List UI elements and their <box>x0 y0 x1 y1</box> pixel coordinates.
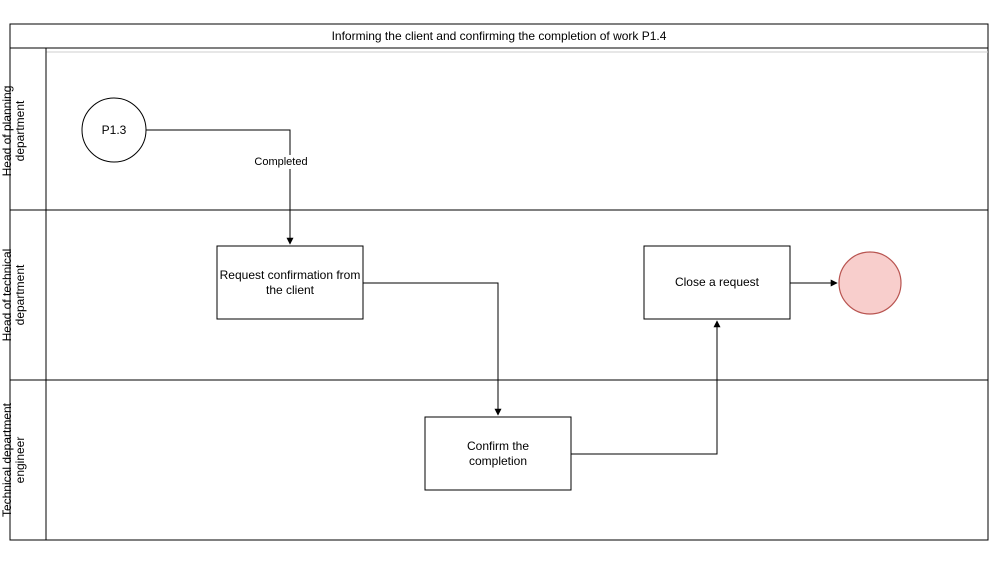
task-request-confirmation[interactable] <box>216 245 364 320</box>
end-event[interactable] <box>838 251 902 315</box>
task-request-confirmation-label: Request confirmation from the client <box>219 267 361 297</box>
task-close-request-label: Close a request <box>674 275 760 289</box>
lane-label-planning: Head of planning department <box>0 85 27 177</box>
task-confirm-completion-label: Confirm the completion <box>466 438 530 468</box>
lane-label-technical-head: Head of technical department <box>0 248 27 342</box>
pool-title: Informing the client and confirming the … <box>331 29 667 43</box>
edge-label-completed: Completed <box>246 155 316 169</box>
lane-label-engineer: Technical department engineer <box>0 402 27 518</box>
edge-confirm-to-close <box>571 320 721 455</box>
task-confirm-completion[interactable] <box>424 416 572 491</box>
start-event-label: P1.3 <box>101 122 127 137</box>
edge-request-to-confirm <box>363 282 502 416</box>
edge-start-to-request <box>146 129 294 245</box>
